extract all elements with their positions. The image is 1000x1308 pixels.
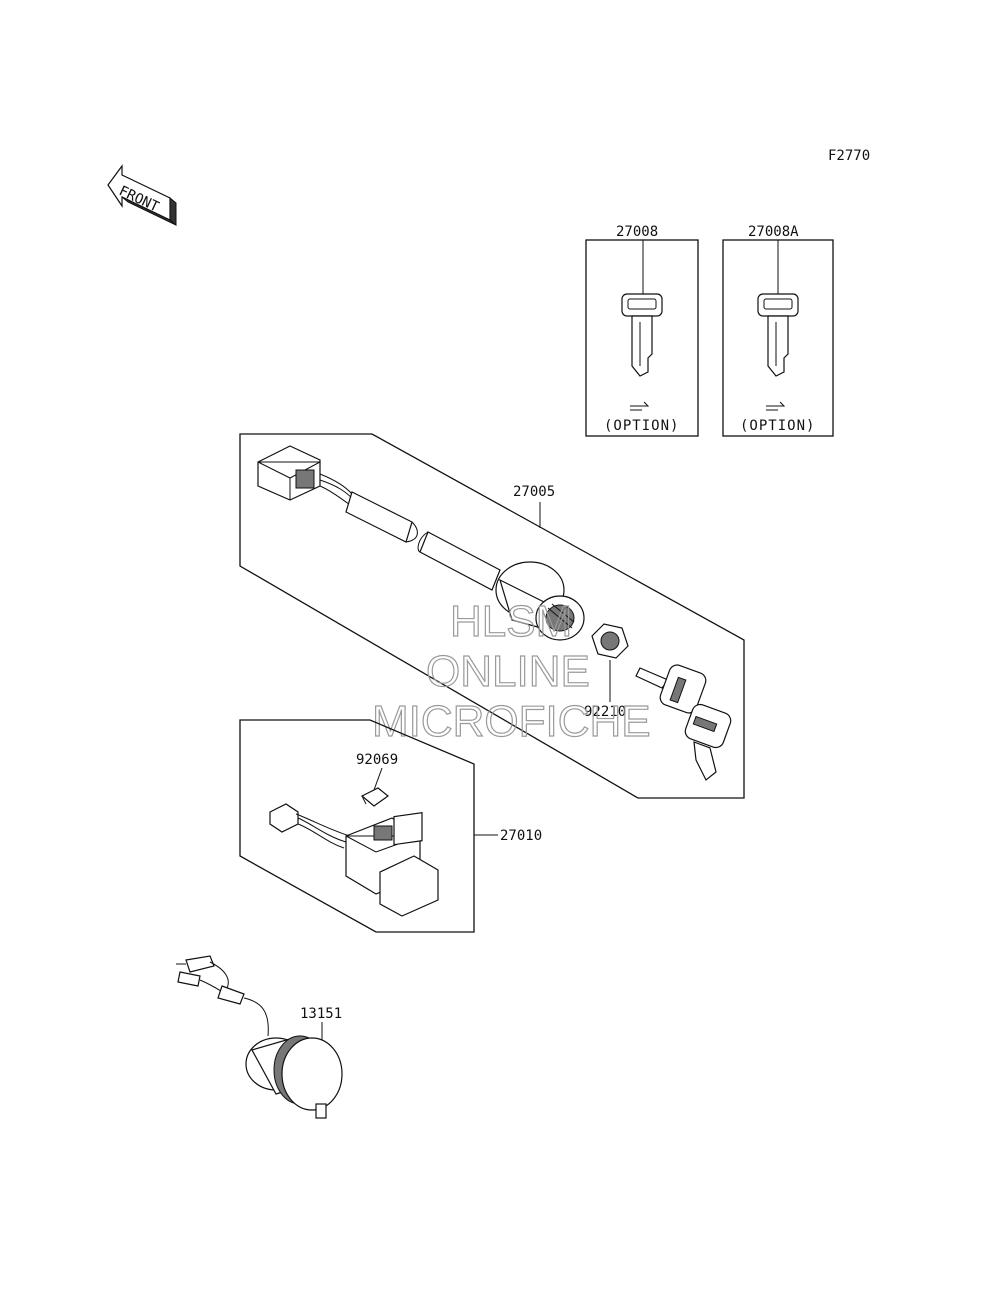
- part-label-92210: 92210: [584, 704, 626, 720]
- hex-nut-icon: [591, 623, 629, 659]
- key-27008A-option-label: (OPTION): [740, 418, 815, 434]
- key-27008A-code-mark: [766, 401, 786, 411]
- key-27008-option-label: (OPTION): [604, 418, 679, 434]
- key-27008A-group: 27008A (OPTION): [722, 224, 834, 437]
- part-label-27008: 27008: [616, 224, 658, 240]
- wire-leads-icon: [176, 955, 269, 1037]
- key-27008-icon: [621, 293, 663, 377]
- bulb-icon: [360, 787, 389, 807]
- part-label-27010: 27010: [500, 828, 542, 844]
- indicator-frame: [239, 719, 475, 933]
- key-27008-group: 27008 (OPTION): [585, 224, 699, 437]
- key-27008A-icon: [757, 293, 799, 377]
- watermark: HLSM ONLINE MICROFICHE: [371, 596, 651, 746]
- watermark-line-1: HLSM: [450, 597, 572, 646]
- key-27008A-box: [722, 239, 834, 437]
- key-27008-code-mark: [630, 401, 650, 411]
- indicator-assembly: 92069 27010: [239, 719, 542, 933]
- watermark-line-3: MICROFICHE: [372, 697, 651, 746]
- indicator-switch-icon: [345, 812, 439, 917]
- front-arrow-icon: FRONT: [107, 164, 177, 227]
- wire-sleeve-2: [419, 531, 501, 591]
- ignition-switch-frame: [239, 433, 745, 799]
- ignition-switch-icon: [495, 561, 585, 641]
- key-27008-box: [585, 239, 699, 437]
- wire-sleeve: [345, 491, 413, 543]
- connector-small-icon: [269, 803, 299, 833]
- ignition-switch-assembly: 27005 92210: [239, 433, 745, 799]
- wire-connector-icon: [257, 445, 321, 501]
- figure-code: F2770: [828, 148, 870, 164]
- part-label-27008A: 27008A: [748, 224, 799, 240]
- part-label-27005: 27005: [513, 484, 555, 500]
- socket-icon: [245, 1035, 343, 1119]
- part-label-13151: 13151: [300, 1006, 342, 1022]
- part-label-92069: 92069: [356, 752, 398, 768]
- socket-assembly: 13151: [176, 955, 343, 1119]
- ignition-keys-icon: [635, 664, 732, 781]
- watermark-line-2: ONLINE: [426, 647, 590, 696]
